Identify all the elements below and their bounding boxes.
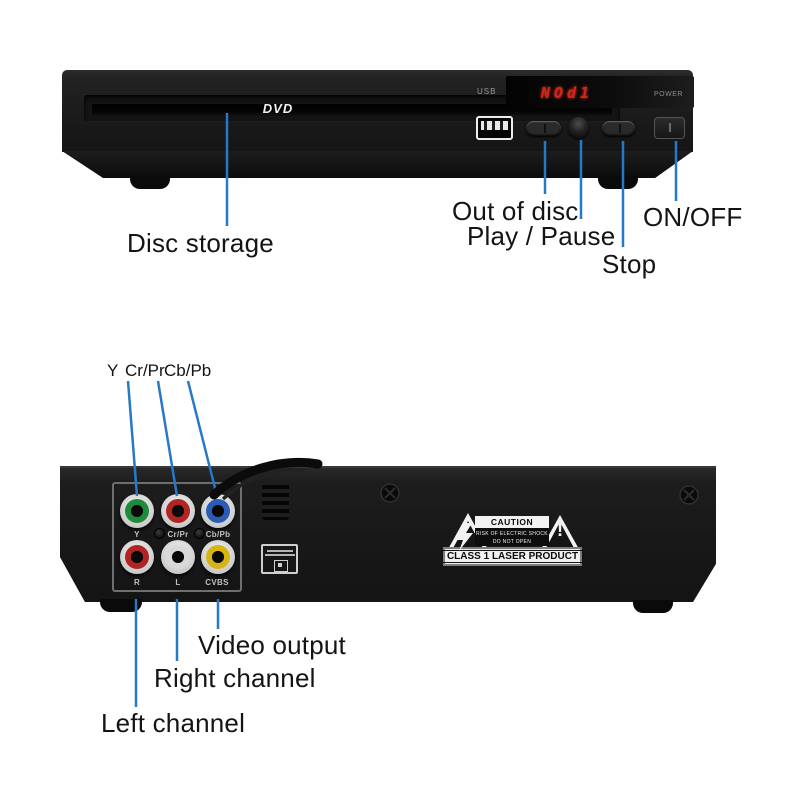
jack-r-red <box>120 540 154 574</box>
front-right-foot <box>598 176 638 189</box>
rating-text-line <box>267 550 293 552</box>
laser-class-label: CLASS 1 LASER PRODUCT <box>441 547 584 566</box>
back-right-foot <box>633 600 673 613</box>
label-video-output: Video output <box>198 630 346 660</box>
class2-power-icon <box>274 560 288 572</box>
jack-label-crpr: Cr/Pr <box>167 530 189 539</box>
label-out-of-disc: Out of disc <box>452 196 579 226</box>
caution-warning-line2: DO NOT OPEN <box>492 539 532 545</box>
jack-label-r: R <box>133 578 141 587</box>
label-y: Y <box>107 361 119 380</box>
usb-port <box>476 116 513 140</box>
jack-label-l: L <box>175 578 181 587</box>
open-close-button <box>526 121 561 136</box>
label-disc-storage: Disc storage <box>127 228 274 258</box>
stop-button <box>602 121 635 136</box>
caution-warning-line1: RISK OF ELECTRIC SHOCK <box>476 531 548 537</box>
label-on-off: ON/OFF <box>643 202 743 232</box>
jack-label-cvbs: CVBS <box>205 578 229 587</box>
caution-warning-text: RISK OF ELECTRIC SHOCK DO NOT OPEN <box>475 528 549 546</box>
label-stop: Stop <box>602 249 657 279</box>
jack-crpr-red <box>161 494 195 528</box>
jack-l-white <box>161 540 195 574</box>
power-indicator-label: POWER <box>654 91 683 98</box>
power-cord-strain-relief <box>262 481 289 520</box>
usb-connector-icon <box>481 121 508 130</box>
exclamation-glyph: ! <box>556 520 564 541</box>
led-display-text: NOd1 <box>541 84 594 102</box>
disc-slot <box>92 104 612 117</box>
label-crpr: Cr/Pr <box>125 361 165 380</box>
jack-cvbs-yellow <box>201 540 235 574</box>
label-cbpb: Cb/Pb <box>164 361 212 380</box>
jack-label-cbpb: Cb/Pb <box>205 530 231 539</box>
front-base <box>62 151 693 178</box>
label-right-channel: Right channel <box>154 663 316 693</box>
panel-mini-screw <box>154 528 165 539</box>
dvd-logo: DVD <box>262 101 294 116</box>
led-display-panel <box>506 76 694 108</box>
laser-class-text: CLASS 1 LASER PRODUCT <box>441 550 584 563</box>
caution-title: CAUTION <box>475 516 549 528</box>
label-play-pause: Play / Pause <box>467 221 616 251</box>
power-rating-label <box>261 544 298 574</box>
rating-text-line <box>265 554 295 556</box>
jack-y-green <box>120 494 154 528</box>
label-left-channel: Left channel <box>101 708 246 738</box>
power-button <box>654 117 685 139</box>
jack-label-y: Y <box>134 530 140 539</box>
front-left-foot <box>130 176 170 189</box>
play-pause-button <box>568 117 589 138</box>
usb-port-label: USB <box>477 87 497 96</box>
jack-cbpb-blue <box>201 494 235 528</box>
back-left-foot <box>100 599 142 612</box>
panel-mini-screw <box>194 528 205 539</box>
